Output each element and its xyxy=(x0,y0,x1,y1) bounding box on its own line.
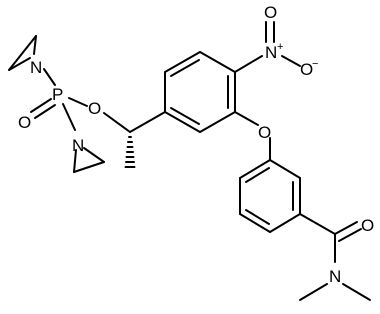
atom-labels: N + O O − O O P O N N O N xyxy=(18,3,374,286)
bond-ring-nitro xyxy=(234,55,263,73)
bond-aziridine-top-n-c1 xyxy=(8,57,31,71)
bond-aziridine-bottom-n-c1 xyxy=(73,149,77,173)
bond-ringA-6-1-inner xyxy=(170,59,200,77)
bond-aziridine-top-n-c2 xyxy=(33,35,37,55)
bond-ringA-chiral xyxy=(129,111,166,133)
atom-n-aziridine-top: N xyxy=(30,58,42,77)
bonds xyxy=(8,21,371,301)
charge-n-nitro-plus: + xyxy=(277,41,283,53)
atom-p: P xyxy=(52,85,63,104)
bond-ringB-6-1 xyxy=(239,159,271,179)
atom-n-aziridine-bottom: N xyxy=(72,136,84,155)
bond-ringB-1-2 xyxy=(269,159,301,179)
atom-o-nitro-right: O xyxy=(300,60,313,79)
bond-ringB-3-4 xyxy=(269,213,301,233)
atom-n-nitro: N xyxy=(265,43,277,62)
bond-ringB-4-5 xyxy=(239,213,271,233)
atom-o-phosphoryl: O xyxy=(18,113,31,132)
bond-chiral-o xyxy=(103,112,131,133)
atom-o-ether: O xyxy=(258,123,271,142)
bond-ringA-3-4 xyxy=(199,111,236,133)
atom-o-amide: O xyxy=(361,216,374,235)
bond-ringB-4-5-inner xyxy=(245,209,270,225)
bond-p-o-double-b xyxy=(34,104,56,119)
bond-p-n-top xyxy=(43,68,56,86)
bond-carbonyl-o-a xyxy=(334,221,358,235)
bond-ringB-carbonyl xyxy=(299,213,336,235)
bond-ringA-4-5-inner xyxy=(170,107,200,125)
bond-ringB-6-1-inner xyxy=(245,167,270,183)
bond-aziridine-top-c1-c2 xyxy=(8,35,37,71)
bond-ringA-6-1 xyxy=(164,51,201,73)
charge-o-nitro-minus: − xyxy=(312,58,318,70)
bond-n-methyl-left xyxy=(299,283,328,301)
bond-ring-ether xyxy=(234,111,259,126)
bond-aziridine-bottom-n-c2 xyxy=(83,147,105,163)
bond-o-p xyxy=(68,97,88,107)
bond-ringA-4-5 xyxy=(164,111,201,133)
atom-o-phosphinate: O xyxy=(88,99,101,118)
bond-ringA-1-2 xyxy=(199,51,236,73)
bond-carbonyl-o-b xyxy=(338,228,362,242)
atom-n-amide: N xyxy=(329,267,341,286)
bond-nitro-o-right xyxy=(281,55,301,67)
bond-p-n-bottom xyxy=(62,103,76,131)
bond-p-o-double-a xyxy=(30,98,52,113)
atom-o-nitro-top: O xyxy=(264,3,277,22)
bond-n-methyl-right xyxy=(342,283,371,301)
bond-aziridine-bottom-c1-c2 xyxy=(73,161,105,173)
